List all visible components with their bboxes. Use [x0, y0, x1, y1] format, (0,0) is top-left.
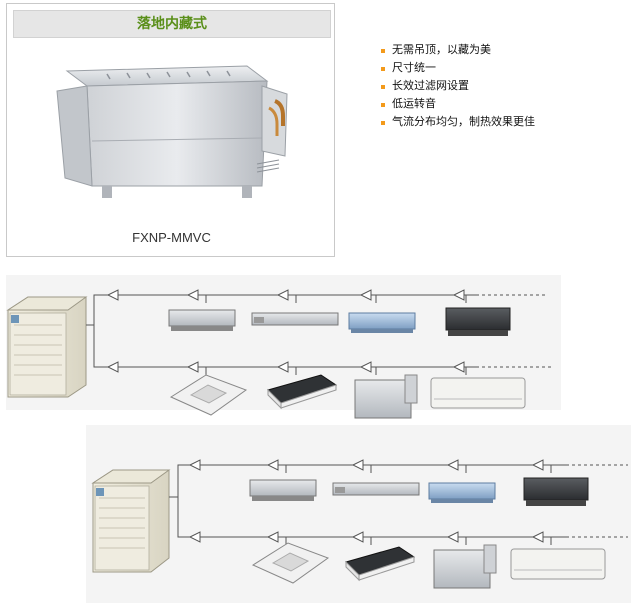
outdoor-unit-2	[91, 469, 171, 573]
dark-ducted-unit-icon	[523, 477, 589, 506]
ducted-unit-icon	[249, 479, 317, 501]
cassette-unit-icon	[251, 542, 330, 584]
bullet-icon	[381, 49, 385, 53]
bullet-icon	[381, 67, 385, 71]
refrigerant-lines-2	[169, 464, 628, 545]
feature-item: 气流分布均匀，制热效果更佳	[381, 113, 535, 131]
vrv-system-diagram	[6, 275, 631, 603]
slim-ducted-unit-icon	[251, 312, 339, 326]
ceiling-unit-icon	[267, 374, 338, 410]
wall-mounted-unit-icon	[430, 377, 526, 409]
product-model: FXNP-MMVC	[132, 230, 211, 245]
product-card: 落地内藏式	[6, 3, 335, 257]
bullet-icon	[381, 103, 385, 107]
ceiling-unit-icon	[345, 546, 416, 582]
bullet-icon	[381, 121, 385, 125]
blue-ducted-unit-icon	[348, 312, 416, 333]
bullet-icon	[381, 85, 385, 89]
floor-concealed-unit-icon	[433, 544, 497, 589]
slim-ducted-unit-icon	[332, 482, 420, 496]
product-title: 落地内藏式	[13, 10, 331, 38]
feature-item: 无需吊顶，以藏为美	[381, 41, 535, 59]
wall-mounted-unit-icon	[510, 548, 606, 580]
feature-item: 低运转音	[381, 95, 535, 113]
dark-ducted-unit-icon	[445, 307, 511, 336]
feature-list: 无需吊顶，以藏为美 尺寸统一 长效过滤网设置 低运转音 气流分布均匀，制热效果更…	[381, 41, 535, 131]
blue-ducted-unit-icon	[428, 482, 496, 503]
floor-concealed-unit-icon	[354, 374, 418, 419]
ducted-unit-icon	[168, 309, 236, 331]
outdoor-unit-1	[6, 296, 88, 398]
feature-item: 长效过滤网设置	[381, 77, 535, 95]
cassette-unit-icon	[169, 374, 248, 416]
feature-item: 尺寸统一	[381, 59, 535, 77]
floor-concealed-unit-image	[56, 65, 288, 198]
